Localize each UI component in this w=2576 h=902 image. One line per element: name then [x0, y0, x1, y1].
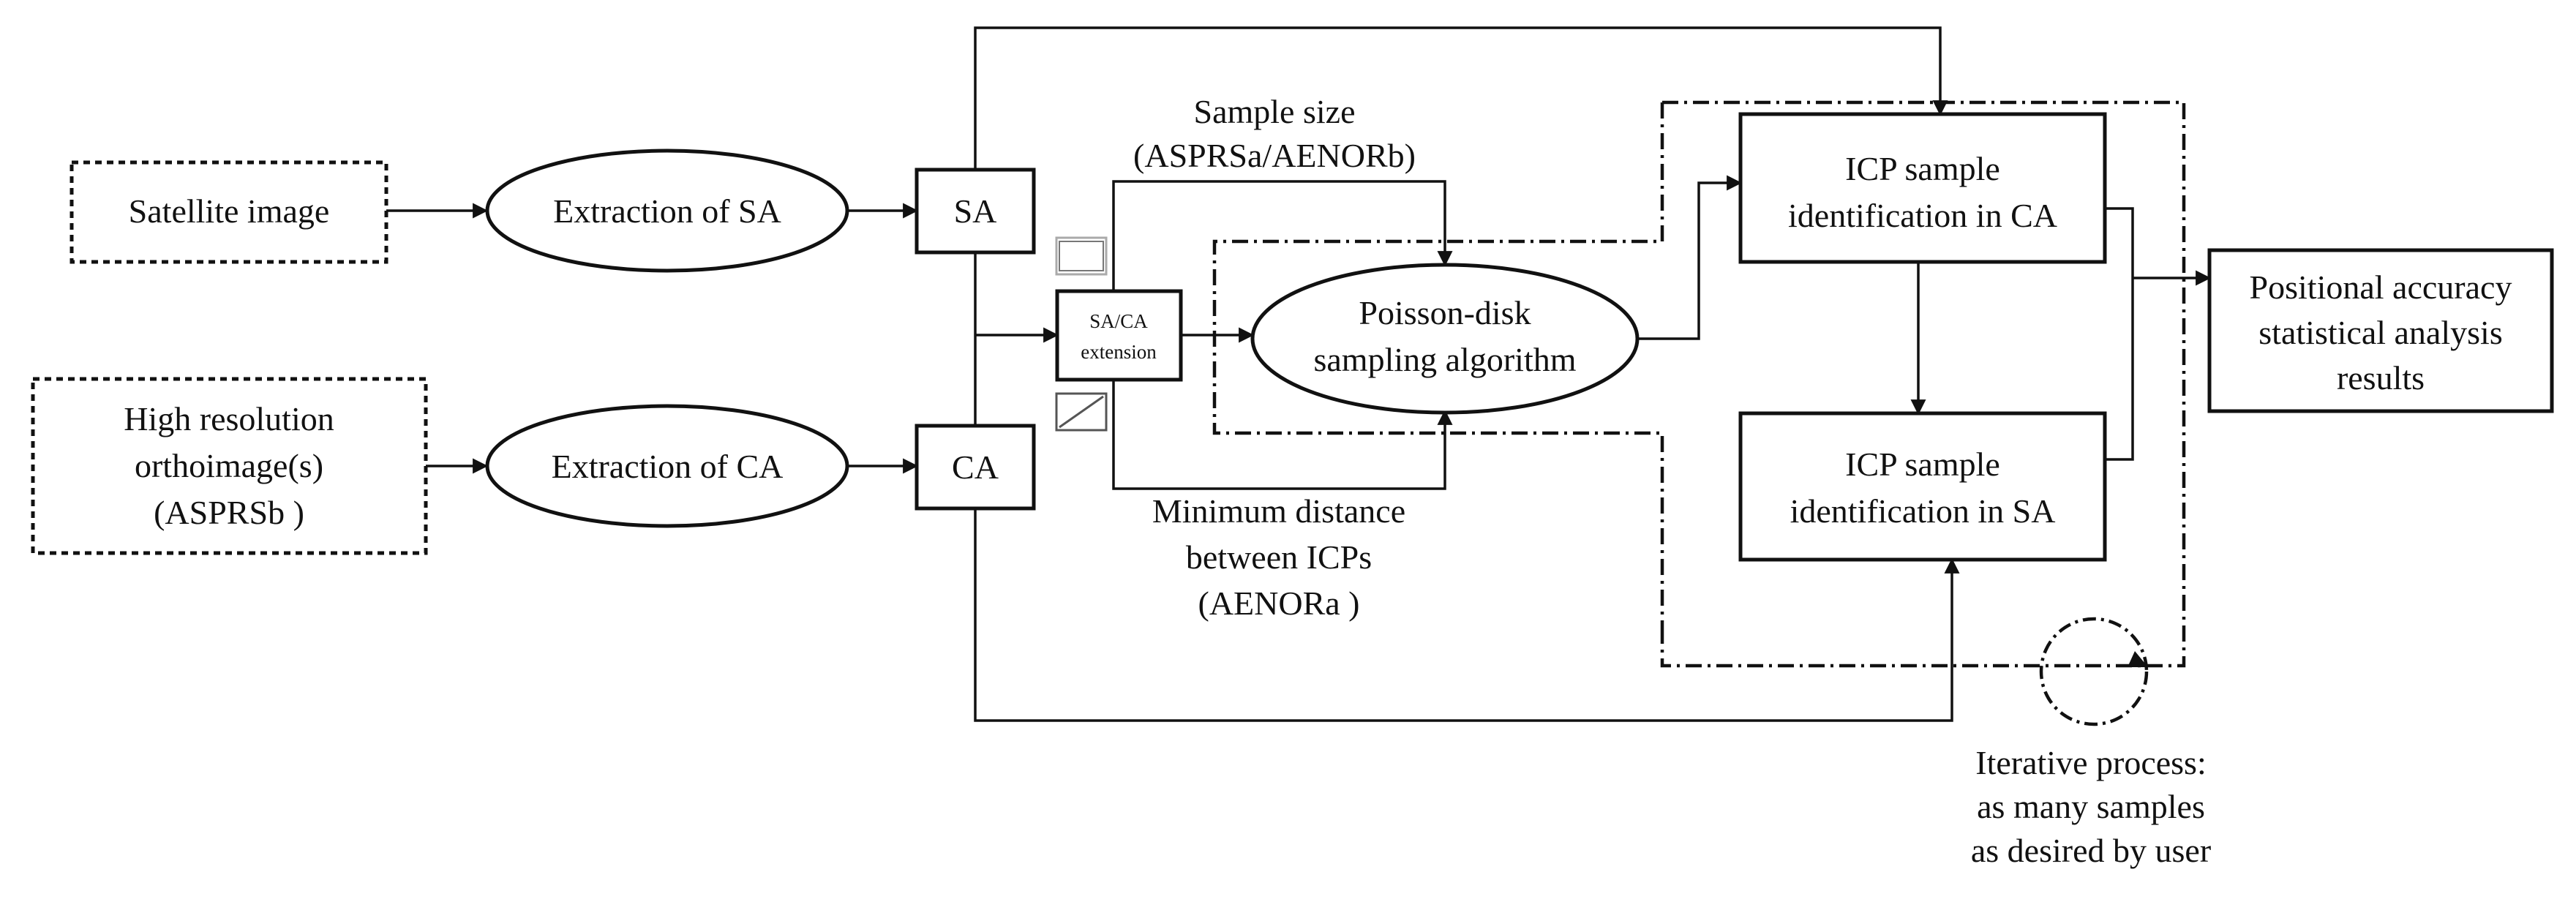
iterative-line1: Iterative process: — [1975, 744, 2206, 781]
iteration-loop — [1212, 100, 2186, 726]
sa-ca-extension-line1: SA/CA — [1089, 310, 1148, 332]
edge-sa-to-icp-ca-top-route — [974, 26, 1948, 170]
node-icp-ca: ICP sample identification in CA — [1738, 112, 2107, 264]
node-sa: SA — [915, 168, 1036, 255]
sample-size-line2: (ASPRSa/AENORb) — [1133, 137, 1416, 174]
node-satellite-image: Satellite image — [70, 160, 388, 264]
edge-poisson-to-icp-ca — [1637, 175, 1743, 340]
ca-label: CA — [952, 448, 999, 486]
icp-sa-line2: identification in SA — [1790, 492, 2056, 530]
extension-glyphs — [1055, 236, 1108, 432]
sample-size-line1: Sample size — [1194, 93, 1356, 130]
extraction-ca-label: Extraction of CA — [552, 448, 784, 485]
iterative-process-arrow — [2128, 651, 2148, 667]
glyph-square-icon — [1055, 236, 1108, 276]
loop-frame-left — [1212, 102, 1664, 629]
min-distance-line2: between ICPs — [1186, 538, 1372, 576]
node-icp-sa: ICP sample identification in SA — [1738, 411, 2107, 562]
edge-icp-sa-to-results — [2105, 278, 2134, 461]
min-distance-line1: Minimum distance — [1152, 492, 1405, 530]
satellite-image-label: Satellite image — [129, 192, 330, 230]
positional-line1: Positional accuracy — [2250, 268, 2512, 306]
min-distance-line3: (AENORa ) — [1198, 585, 1360, 622]
hr-ortho-line1: High resolution — [124, 400, 334, 437]
icp-sa-line1: ICP sample — [1845, 446, 2000, 483]
hr-ortho-line2: orthoimage(s) — [135, 447, 323, 484]
node-ca: CA — [915, 424, 1036, 511]
icp-ca-line1: ICP sample — [1845, 150, 2000, 187]
extraction-sa-label: Extraction of SA — [553, 192, 781, 230]
iterative-line2: as many samples — [1977, 788, 2205, 825]
label-sample-size: Sample size (ASPRSa/AENORb) — [1133, 93, 1416, 174]
node-extraction-sa: Extraction of SA — [485, 149, 849, 273]
sa-ca-extension-line2: extension — [1081, 341, 1157, 363]
hr-ortho-line3: (ASPRSb ) — [154, 494, 304, 531]
edges — [386, 26, 2212, 722]
icp-ca-line2: identification in CA — [1788, 197, 2057, 234]
edge-ca-to-icp-sa-bottom-route — [974, 508, 1960, 722]
sa-label: SA — [954, 192, 997, 230]
node-poisson-disk: Poisson-disk sampling algorithm — [1250, 263, 1640, 415]
label-iterative-process: Iterative process: as many samples as de… — [1971, 744, 2211, 869]
positional-line3: results — [2337, 359, 2425, 396]
node-sa-ca-extension: SA/CA extension — [1055, 289, 1183, 382]
iterative-line3: as desired by user — [1971, 832, 2211, 869]
edge-min-distance-to-poisson — [1112, 373, 1453, 490]
poisson-line1: Poisson-disk — [1359, 294, 1531, 331]
edge-icp-ca-to-results — [2105, 207, 2134, 278]
iterative-process-circle — [2039, 617, 2149, 726]
loop-frame-right — [1660, 100, 2186, 668]
node-extraction-ca: Extraction of CA — [485, 404, 849, 528]
node-positional-accuracy: Positional accuracy statistical analysis… — [2207, 248, 2554, 413]
positional-line2: statistical analysis — [2258, 314, 2502, 351]
node-hr-orthoimage: High resolution orthoimage(s) (ASPRSb ) — [31, 377, 428, 555]
edge-sample-size-to-poisson — [1112, 180, 1453, 300]
label-min-distance: Minimum distance between ICPs (AENORa ) — [1152, 492, 1405, 622]
poisson-line2: sampling algorithm — [1313, 341, 1576, 378]
